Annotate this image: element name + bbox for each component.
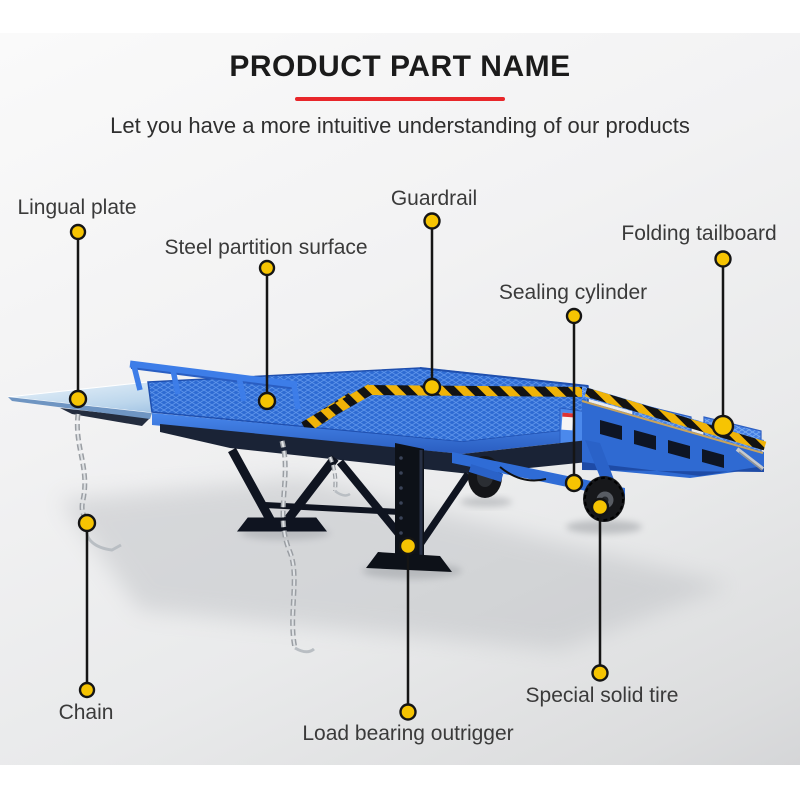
callout-dot [68,389,88,409]
page-subtitle: Let you have a more intuitive understand… [110,113,690,138]
callout-label-outrigger: Load bearing outrigger [302,722,514,745]
callout-label-chain: Chain [58,701,114,724]
callout-dot [564,473,584,493]
callout-dot [69,223,87,241]
callout-label-folding-tailboard: Folding tailboard [621,222,777,245]
callout-label-guardrail: Guardrail [390,187,478,210]
leader-lines [76,221,725,712]
callout-dot [590,497,610,517]
callout-dot [423,212,441,230]
callout-dot [258,259,276,277]
callout-dot [257,391,277,411]
left-guardrail-part [129,360,301,410]
hazard-guardrail-part [301,384,588,433]
callout-dot [77,513,97,533]
callout-dot [714,250,732,268]
callout-dot [422,377,442,397]
callout-label-lingual-plate: Lingual plate [17,196,137,219]
title-accent-line [295,97,505,101]
ramp-incline-part [581,386,767,478]
page-title: PRODUCT PART NAME [229,50,571,83]
callout-dot [398,536,418,556]
callout-dot [399,703,417,721]
nameplate-part [561,412,574,431]
callout-label-steel-partition: Steel partition surface [164,236,368,259]
callout-dot [565,307,583,325]
callout-dots [68,212,735,721]
outrigger-leg-part [366,443,452,572]
callout-label-solid-tire: Special solid tire [525,684,679,707]
callout-label-sealing-cylinder: Sealing cylinder [498,281,648,304]
callout-dot [711,414,735,438]
callout-dot [78,681,96,699]
callout-dot [591,664,609,682]
